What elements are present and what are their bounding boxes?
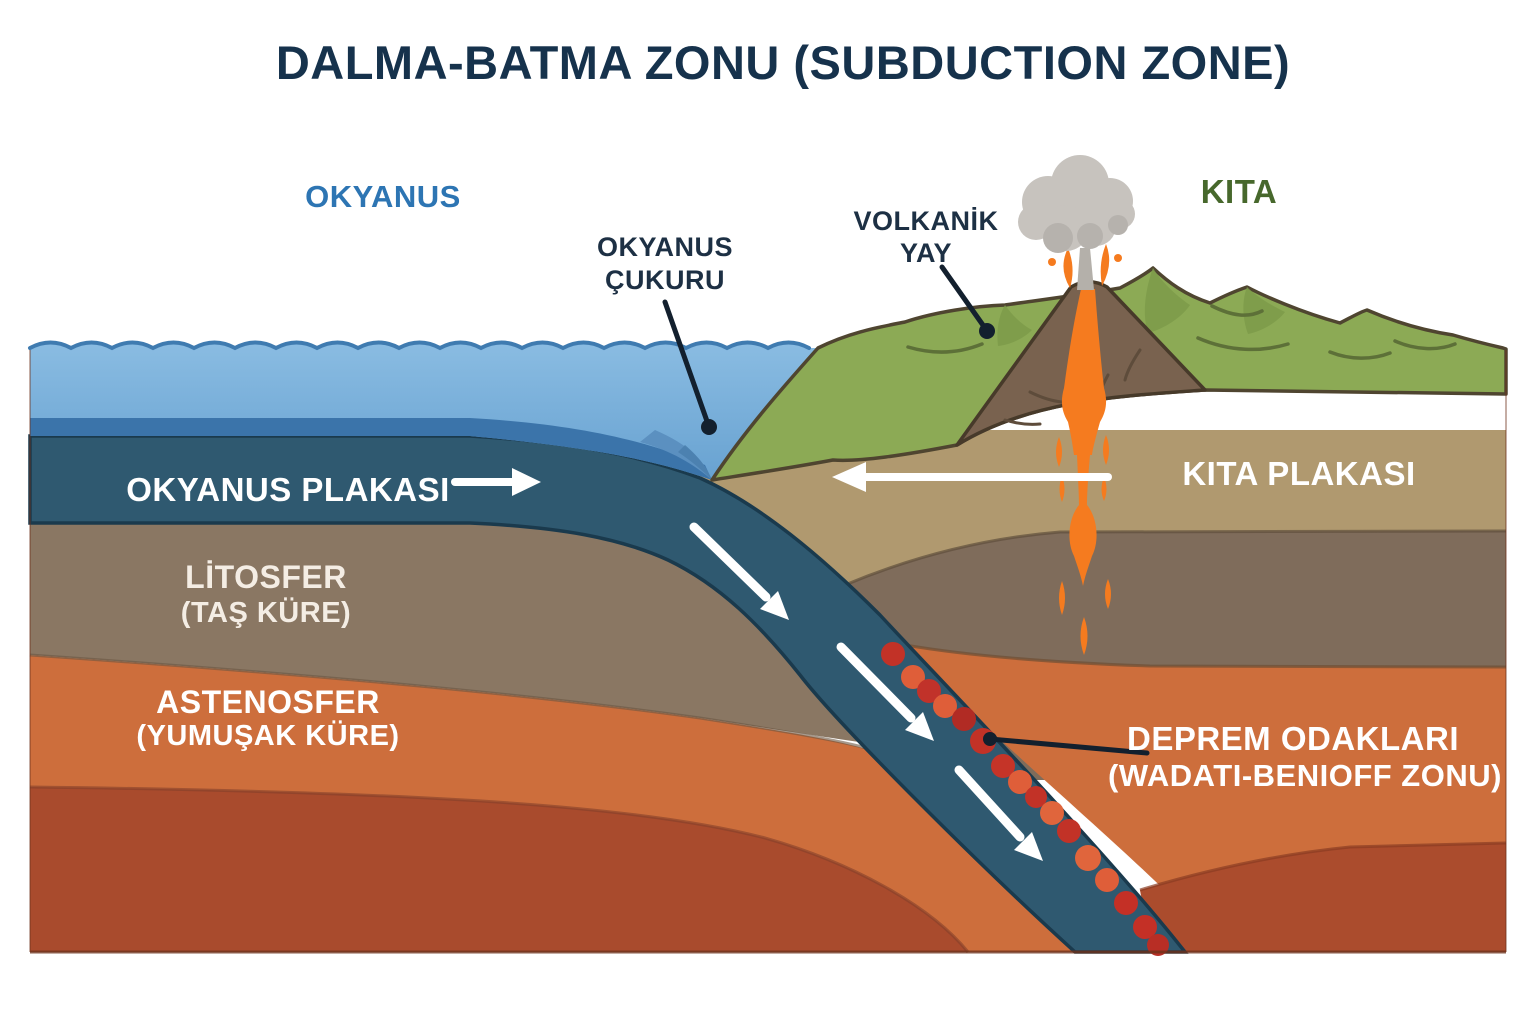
litho-astheno-boundary-line-right — [904, 643, 1507, 669]
astheno-mantle-boundary-line-right — [1139, 841, 1507, 892]
ocean-water — [28, 340, 818, 480]
hill-shading-3 — [997, 305, 1032, 346]
trench-label-line1: OKYANUS — [597, 232, 733, 262]
continental-plate-label: KITA PLAKASI — [1182, 455, 1415, 492]
deep-mantle-right-layer — [1140, 843, 1506, 952]
hill-shading-2 — [1243, 287, 1285, 334]
tan-litho-boundary-line — [844, 529, 1507, 587]
litho-astheno-boundary-line-left — [29, 653, 881, 754]
deep-mantle-left-layer — [30, 787, 968, 952]
page-title: DALMA-BATMA ZONU (SUBDUCTION ZONE) — [276, 36, 1290, 89]
magma-conduit — [1069, 455, 1097, 586]
volcano — [955, 280, 1207, 655]
asthenosphere-right-layer — [905, 645, 1506, 910]
continental-plate-arrow — [832, 462, 1112, 492]
oceanic-layer-stack — [29, 510, 1085, 953]
astheno-mantle-boundary-line-left — [29, 785, 970, 953]
smoke-cloud — [1018, 155, 1135, 253]
oceanic-plate-arrow — [451, 468, 541, 496]
deep-water-band — [30, 418, 712, 480]
oceanic-plate-slab — [28, 434, 1189, 954]
quake-label-line1: DEPREM ODAKLARI — [1127, 720, 1459, 757]
continent-label: KITA — [1201, 173, 1278, 210]
quake-label-line2: (WADATI-BENIOFF ZONU) — [1108, 758, 1502, 793]
trench-pointer — [662, 299, 717, 435]
lithosphere-left-layer — [30, 510, 880, 745]
lithosphere-label-line1: LİTOSFER — [185, 559, 347, 595]
oceanic-plate-label: OKYANUS PLAKASI — [126, 471, 450, 508]
lava-channel — [1061, 289, 1107, 455]
trench-deep-shadow — [678, 445, 712, 480]
hill-shading-1 — [1144, 268, 1190, 333]
callout-pointers — [662, 264, 1150, 756]
quake-pointer — [983, 732, 1150, 756]
slab-arrow-3 — [954, 765, 1043, 861]
lithosphere-label-line2: (TAŞ KÜRE) — [181, 596, 351, 629]
earthquake-foci-dots — [881, 642, 1169, 956]
asthenosphere-label-line2: (YUMUŞAK KÜRE) — [136, 719, 399, 752]
trench-label-line2: ÇUKURU — [605, 265, 725, 295]
volcanic-arc-label-line1: VOLKANİK — [854, 206, 999, 236]
diagram-edges — [29, 350, 1507, 954]
motion-arrows — [451, 462, 1112, 861]
volcanic-arc-pointer — [939, 264, 995, 339]
ocean-label: OKYANUS — [305, 179, 461, 214]
magma-blobs — [1056, 435, 1111, 655]
volcanic-arc-label-line2: YAY — [900, 238, 952, 268]
slab-arrow-1 — [689, 522, 789, 620]
slab-arrow-2 — [836, 642, 934, 741]
lava-fountain — [1048, 244, 1122, 288]
asthenosphere-label-line1: ASTENOSFER — [156, 684, 380, 720]
hill-ridge-lines — [906, 304, 1457, 360]
trench-shadow — [640, 430, 712, 480]
ash-column — [1077, 248, 1094, 290]
eruption — [1018, 155, 1135, 290]
